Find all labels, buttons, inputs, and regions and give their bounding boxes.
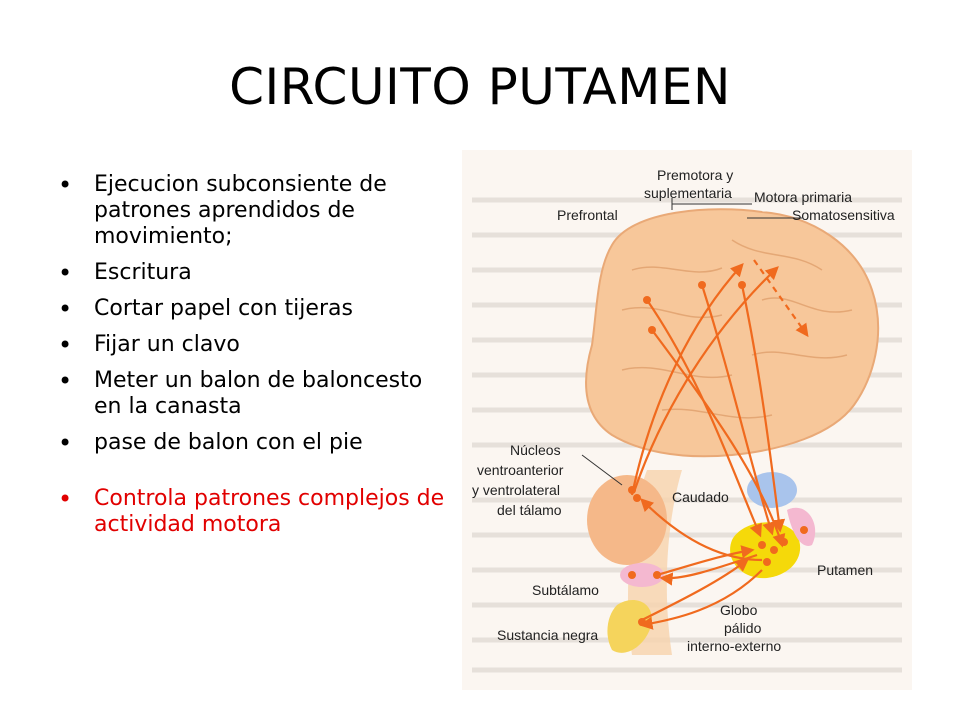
label-globo: Globo xyxy=(720,602,758,618)
subthalamus-shape xyxy=(620,563,664,587)
label-putamen: Putamen xyxy=(817,562,873,578)
label-somatosensitiva: Somatosensitiva xyxy=(792,207,895,223)
bullet-item: Fijar un clavo xyxy=(58,332,448,358)
label-ventroanterior: ventroanterior xyxy=(477,462,564,478)
pink-region-right xyxy=(787,507,816,546)
label-premotora: Premotora y xyxy=(657,167,733,183)
label-talamo: del tálamo xyxy=(497,502,562,518)
thalamus-shape xyxy=(587,475,667,565)
label-prefrontal: Prefrontal xyxy=(557,207,618,223)
bullet-list: Ejecucion subconsiente de patrones apren… xyxy=(58,172,448,548)
slide-title: CIRCUITO PUTAMEN xyxy=(229,58,731,116)
highlight-bullet: Controla patrones complejos de actividad… xyxy=(58,486,448,538)
bullet-item: Cortar papel con tijeras xyxy=(58,296,448,322)
arrow-origin-dots xyxy=(628,281,808,626)
label-nucleos: Núcleos xyxy=(510,442,561,458)
caudate-shape xyxy=(747,472,797,508)
brain-circuit-figure: Premotora y suplementaria Motora primari… xyxy=(462,150,912,690)
bullet-item: Escritura xyxy=(58,260,448,286)
label-leaders xyxy=(581,198,802,486)
cortex-shape xyxy=(585,208,880,458)
label-interno-externo: interno-externo xyxy=(687,638,781,654)
label-motora-primaria: Motora primaria xyxy=(754,189,852,205)
bullet-item: pase de balon con el pie xyxy=(58,430,448,456)
bullet-item: Meter un balon de baloncesto en la canas… xyxy=(58,368,448,420)
brain-circuit-diagram: Premotora y suplementaria Motora primari… xyxy=(462,150,912,690)
bullet-item: Ejecucion subconsiente de patrones apren… xyxy=(58,172,448,250)
label-sustancia-negra: Sustancia negra xyxy=(497,627,598,643)
circuit-arrows xyxy=(630,259,809,630)
label-ventrolateral: y ventrolateral xyxy=(472,482,560,498)
label-palido: pálido xyxy=(724,620,762,636)
label-subtalamo: Subtálamo xyxy=(532,582,599,598)
substantia-nigra-shape xyxy=(607,600,652,653)
cortex-folds xyxy=(621,239,853,419)
label-caudado: Caudado xyxy=(672,489,729,505)
label-suplementaria: suplementaria xyxy=(644,185,732,201)
